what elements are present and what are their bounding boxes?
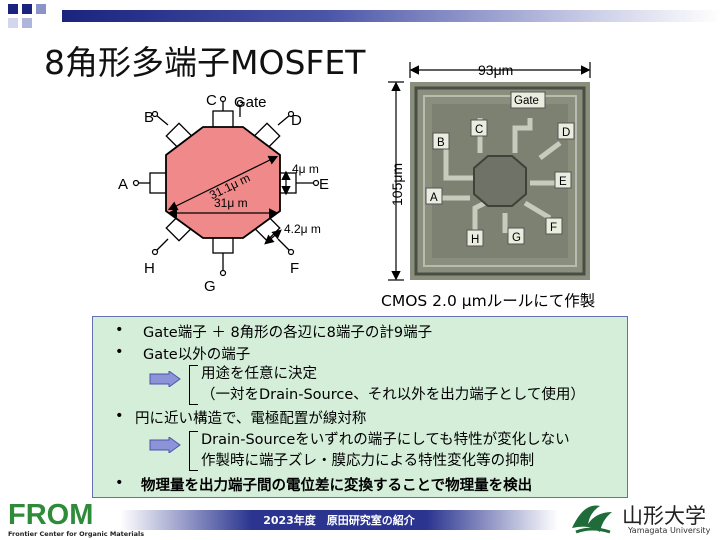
university-name-english: Yamagata University (628, 526, 711, 535)
device-micrograph: 93μm 105μm Gate C B D E A F G (388, 62, 591, 281)
from-logo-subtitle: Frontier Center for Organic Materials (8, 530, 145, 538)
summary-box: • Gate端子 ＋ 8角形の各辺に8端子の計9端子 • Gate以外の端子 用… (92, 316, 628, 498)
terminal-label-f: F (290, 260, 299, 277)
footer-bar (120, 510, 558, 530)
arrow-right-icon (149, 371, 181, 387)
arrow-right-icon (149, 437, 181, 453)
photo-label-d: D (562, 127, 570, 139)
photo-height-label: 105μm (389, 163, 405, 206)
summary-item-2-sub-2: （一対をDrain-Source、それ以外を出力端子として使用） (201, 387, 585, 403)
summary-item-4: 物理量を出力端子間の電位差に変換することで物理量を検出 (141, 478, 533, 494)
dim-side-label: 4μ m (292, 162, 319, 176)
bullet-2: • (115, 344, 124, 360)
bullet-4: • (115, 475, 124, 491)
photo-label-c: C (475, 124, 483, 136)
summary-item-2-sub-1: 用途を任意に決定 (201, 366, 317, 382)
photo-label-b: B (437, 137, 445, 149)
summary-item-2: Gate以外の端子 (143, 347, 251, 363)
photo-label-f: F (550, 222, 557, 234)
dim-width-label: 31μ m (214, 196, 248, 210)
terminal-label-g: G (204, 278, 216, 295)
terminal-label-h: H (144, 260, 155, 277)
bracket (189, 431, 198, 471)
terminal-label-c: C (206, 92, 217, 109)
bullet-3: • (115, 408, 124, 424)
top-decoration (0, 0, 720, 34)
bracket (189, 365, 198, 405)
svg-text:FROM: FROM (8, 499, 93, 530)
dim-pad-label: 4.2μ m (284, 222, 321, 236)
photo-label-gate: Gate (514, 95, 539, 107)
photo-label-e: E (559, 176, 567, 188)
university-name: 山形大学 (622, 504, 706, 528)
photo-label-h: H (471, 234, 479, 246)
gate-label: Gate (234, 94, 267, 111)
octagon-mosfet-diagram: C Gate B D A E H F G 31.1μ m 31μ m 4μ m … (118, 92, 329, 295)
terminal-label-b: B (144, 109, 154, 126)
footer-title: 2023年度 原田研究室の紹介 (263, 514, 415, 527)
page-title: 8角形多端子MOSFET (44, 43, 366, 82)
summary-item-3-sub-1: Drain-Sourceをいずれの端子にしても特性が変化しない (201, 432, 570, 448)
bullet-1: • (115, 322, 124, 338)
summary-item-3: 円に近い構造で、電極配置が線対称 (135, 411, 367, 427)
yamagata-university-emblem-icon (572, 505, 612, 534)
terminal-label-e: E (319, 176, 329, 193)
photo-label-a: A (430, 192, 438, 204)
summary-item-3-sub-2: 作製時に端子ズレ・膜応力による特性変化等の抑制 (201, 453, 535, 469)
summary-item-1: Gate端子 ＋ 8角形の各辺に8端子の計9端子 (143, 325, 433, 341)
terminal-label-d: D (291, 112, 302, 129)
photo-label-g: G (512, 232, 521, 244)
from-logo: FROM (8, 499, 93, 530)
photo-caption: CMOS 2.0 μmルールにて作製 (381, 292, 596, 310)
terminal-label-a: A (118, 176, 128, 193)
photo-width-label: 93μm (478, 62, 513, 78)
